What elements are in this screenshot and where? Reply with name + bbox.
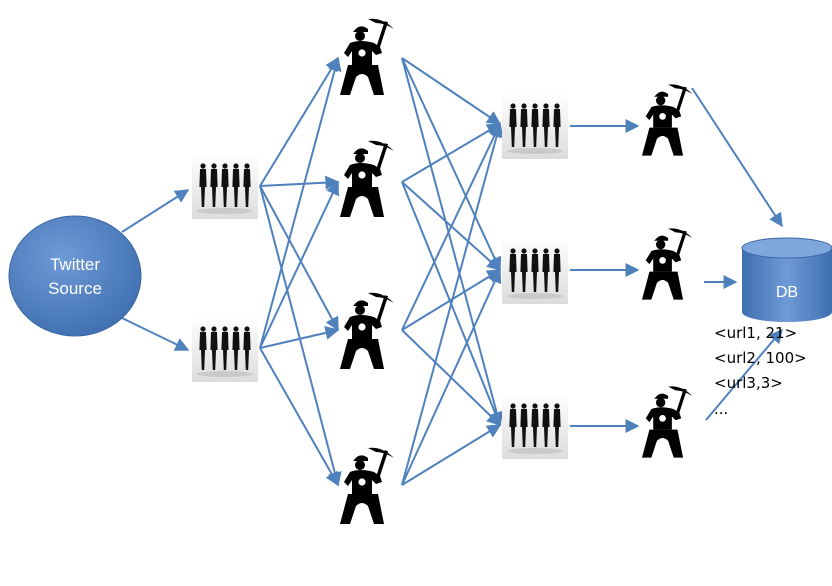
people-queue-icon xyxy=(192,316,258,382)
flow-arrow xyxy=(401,57,502,272)
flow-arrow xyxy=(121,189,190,233)
flow-arrow xyxy=(691,87,783,228)
worker-layer-1 xyxy=(340,18,394,524)
flow-arrow xyxy=(401,268,502,486)
source-label-line1: Twitter xyxy=(50,255,100,274)
flow-arrow xyxy=(121,317,190,351)
miner-pickaxe-icon xyxy=(642,386,693,458)
flow-arrow xyxy=(401,122,504,486)
flow-arrow xyxy=(259,326,340,349)
people-queue-icon xyxy=(192,153,258,219)
db-record: ... xyxy=(714,400,728,418)
flow-arrow xyxy=(259,56,342,349)
arrows xyxy=(121,56,783,487)
flow-arrow xyxy=(259,185,339,332)
queue-layer-2 xyxy=(502,93,568,459)
miner-pickaxe-icon xyxy=(340,18,394,95)
flow-arrow xyxy=(401,122,501,331)
flow-arrow xyxy=(259,180,339,349)
miner-pickaxe-icon xyxy=(340,292,394,369)
miner-pickaxe-icon xyxy=(340,140,394,217)
db-record: <url2, 100> xyxy=(714,349,807,367)
db-records: <url1, 21> <url2, 100> <url3,3> ... xyxy=(714,324,807,418)
worker-layer-2 xyxy=(642,84,693,458)
miner-pickaxe-icon xyxy=(642,84,693,156)
people-queue-icon xyxy=(502,93,568,159)
database-node: DB xyxy=(741,237,832,322)
flow-arrow xyxy=(401,57,502,125)
miner-pickaxe-icon xyxy=(642,228,693,300)
flow-arrow xyxy=(401,123,502,183)
database-cylinder-icon xyxy=(741,237,832,322)
db-record: <url1, 21> xyxy=(714,324,797,342)
source-label-line2: Source xyxy=(48,279,102,298)
miner-pickaxe-icon xyxy=(340,447,394,524)
twitter-source-node: Twitter Source xyxy=(8,215,142,337)
people-queue-icon xyxy=(502,238,568,304)
db-label: DB xyxy=(776,284,798,301)
flow-arrow xyxy=(259,347,339,487)
queue-layer-1 xyxy=(192,153,258,382)
flow-arrow xyxy=(259,185,342,487)
flow-arrow xyxy=(401,424,502,486)
flow-arrow xyxy=(401,57,504,427)
flow-arrow xyxy=(705,328,783,421)
flow-arrow xyxy=(259,175,340,190)
flow-arrow xyxy=(259,56,339,187)
flow-arrow xyxy=(401,269,502,331)
db-record: <url3,3> xyxy=(714,374,783,392)
people-queue-icon xyxy=(502,393,568,459)
